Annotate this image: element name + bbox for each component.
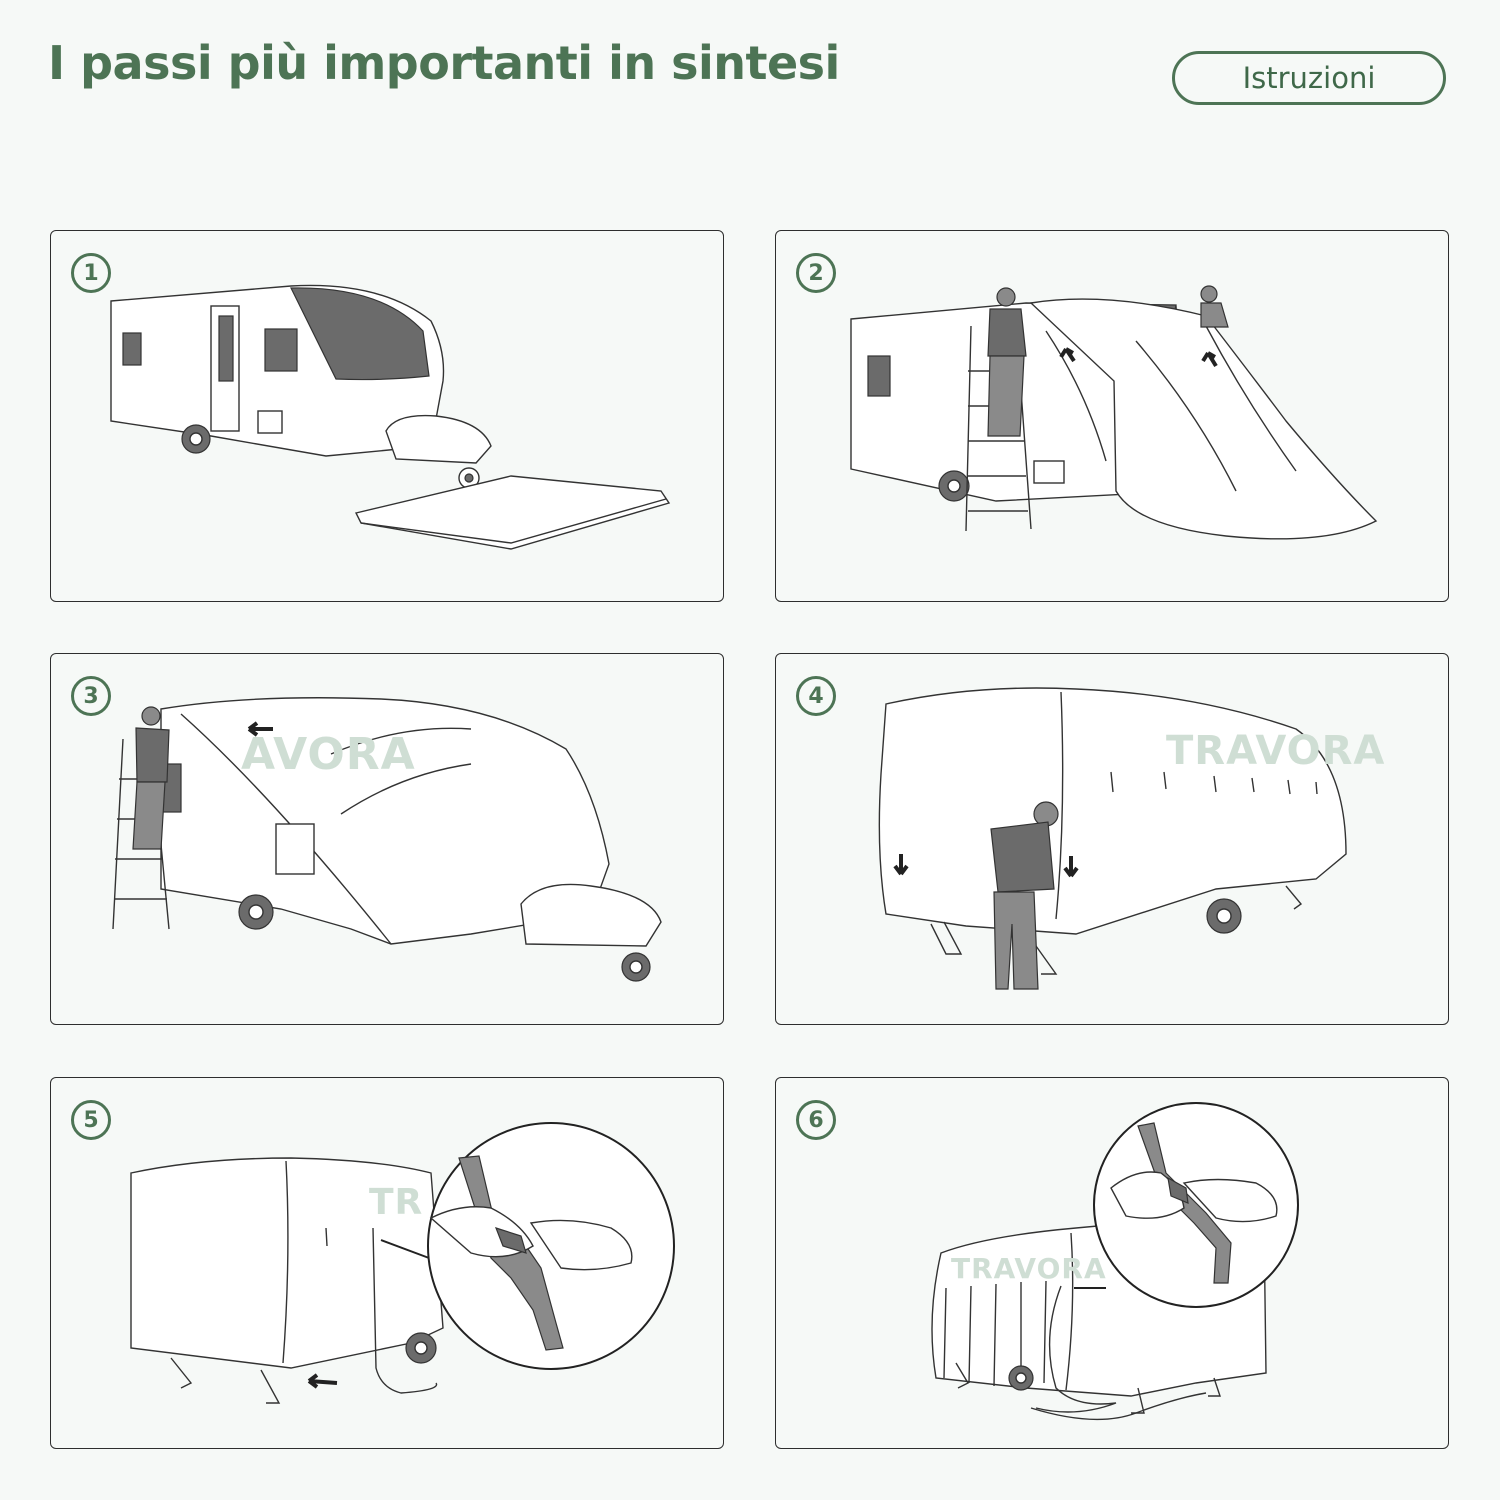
step-5-illustration: TR <box>130 1122 675 1404</box>
step-number-badge: 6 <box>796 1100 836 1140</box>
brand-watermark: TRAVORA <box>951 1252 1107 1285</box>
brand-watermark: TR <box>369 1182 423 1223</box>
brand-watermark: TRAVORA <box>1166 728 1385 774</box>
instructions-button[interactable]: Istruzioni <box>1172 51 1446 105</box>
step-card-3: AVORA 3 <box>50 653 724 1025</box>
step-card-6: TRAVORA 6 <box>775 1077 1449 1449</box>
step-3-illustration: AVORA <box>112 697 662 982</box>
step-card-5: TR 5 <box>50 1077 724 1449</box>
step-number-badge: 5 <box>71 1100 111 1140</box>
step-number-badge: 1 <box>71 253 111 293</box>
step-6-illustration: TRAVORA <box>931 1102 1299 1421</box>
step-2-illustration <box>850 285 1378 540</box>
step-number-badge: 2 <box>796 253 836 293</box>
step-number-badge: 4 <box>796 676 836 716</box>
step-card-1: 1 <box>50 230 724 602</box>
brand-watermark: AVORA <box>241 729 416 780</box>
step-4-illustration: TRAVORA <box>878 687 1385 990</box>
step-card-2: 2 <box>775 230 1449 602</box>
page-title: I passi più importanti in sintesi <box>48 36 840 90</box>
step-1-illustration <box>110 284 671 550</box>
step-number-badge: 3 <box>71 676 111 716</box>
step-card-4: TRAVORA 4 <box>775 653 1449 1025</box>
